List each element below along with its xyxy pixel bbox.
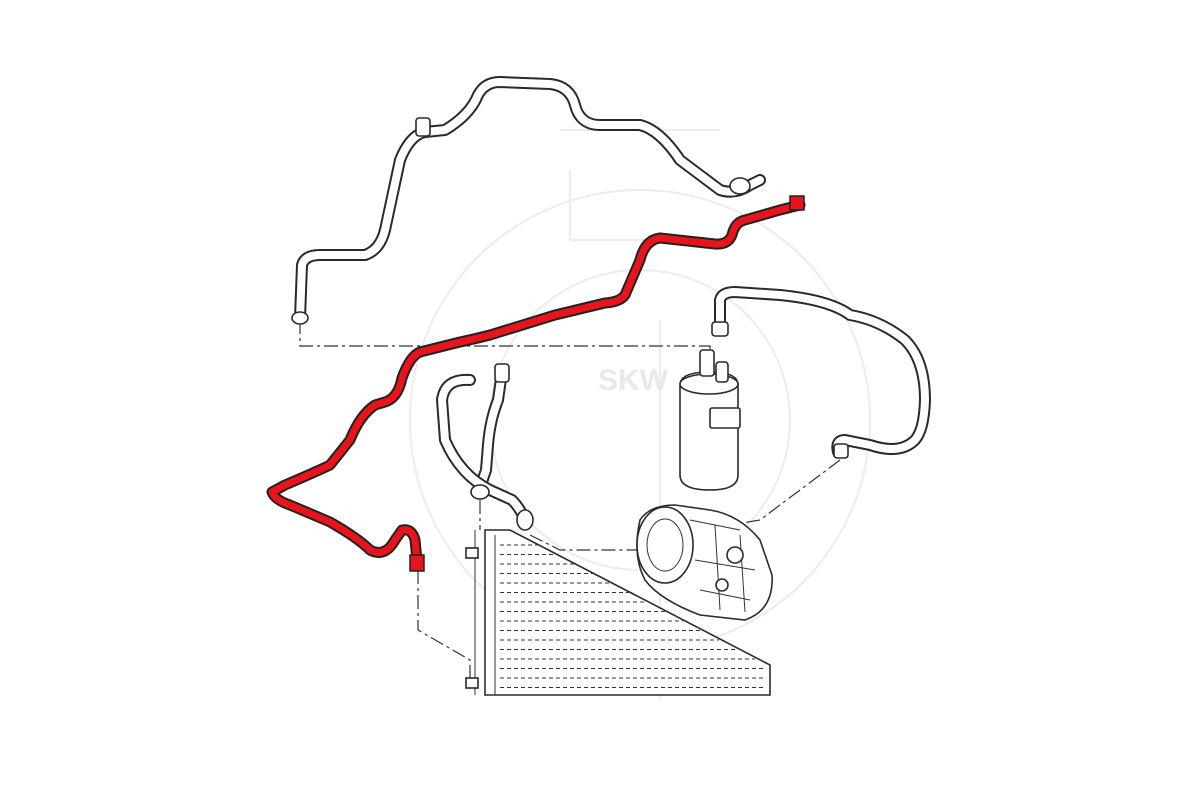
- highlighted-ac-hose: [266, 195, 806, 572]
- ac-compressor: [636, 504, 773, 621]
- condenser: [465, 529, 771, 696]
- red-hose-lower-fitting: [409, 554, 425, 572]
- compressor-hose: [711, 286, 931, 459]
- red-hose-upper-fitting: [789, 195, 805, 211]
- condenser-pipes: [436, 363, 534, 531]
- upper-refrigerant-pipe: [291, 76, 766, 325]
- watermark-text: SKW: [598, 364, 669, 397]
- receiver-drier: [679, 349, 741, 491]
